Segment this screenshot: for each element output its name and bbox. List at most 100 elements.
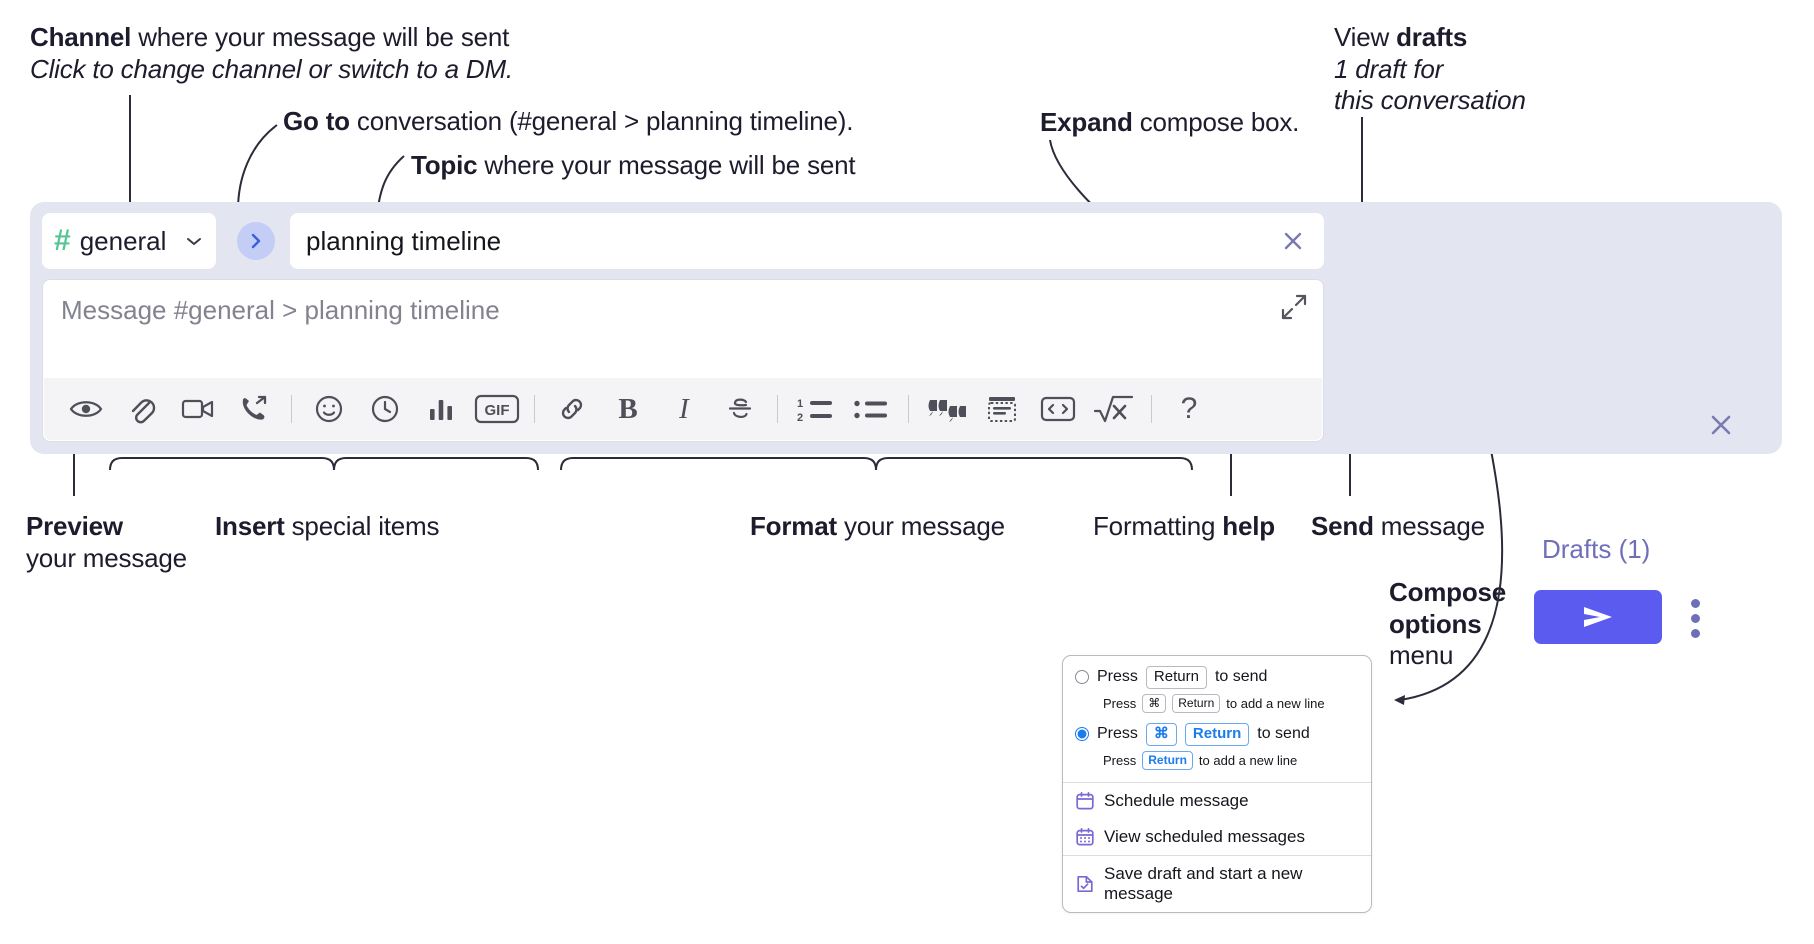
radio-selected[interactable]: [1075, 727, 1089, 742]
topic-value: planning timeline: [306, 225, 502, 256]
annotation-channel-rest: where your message will be sent: [131, 22, 510, 52]
opt2-suffix: to send: [1257, 725, 1310, 743]
opt1-sub-key-return: Return: [1172, 693, 1221, 713]
send-button[interactable]: [1534, 590, 1662, 644]
annotation-preview-rest: your message: [26, 542, 187, 573]
code-snippet-icon[interactable]: [974, 385, 1030, 433]
annotation-compose-options-l3: menu: [1389, 640, 1454, 671]
video-icon[interactable]: [170, 385, 226, 433]
link-icon[interactable]: [544, 385, 600, 433]
annotation-insert-rest: special items: [284, 511, 440, 541]
annotation-expand-rest: compose box.: [1132, 107, 1300, 137]
send-option-2[interactable]: Press ⌘ Return to send: [1075, 722, 1359, 746]
blockquote-icon[interactable]: [918, 385, 974, 433]
dot-3: [1690, 628, 1700, 638]
compose-options-button[interactable]: [1680, 594, 1710, 642]
menu-divider-1: [1063, 781, 1371, 783]
opt1-key-return: Return: [1145, 666, 1207, 689]
annotation-compose-options-l2: options: [1389, 608, 1482, 639]
expand-icon[interactable]: [1277, 290, 1311, 324]
annotation-topic-rest: where your message will be sent: [477, 150, 856, 180]
toolbar-divider-2: [534, 395, 535, 423]
annotation-drafts-sub2: this conversation: [1334, 85, 1526, 116]
annotation-channel-bold: Channel: [30, 22, 132, 52]
help-label: ?: [1180, 392, 1198, 425]
annotation-drafts-sub1: 1 draft for: [1334, 53, 1444, 84]
toolbar-divider-5: [1151, 395, 1152, 423]
opt1-sub-press: Press: [1103, 695, 1137, 711]
opt1-sub-suffix: to add a new line: [1226, 695, 1325, 711]
annotation-compose-options: Compose options menu: [1389, 577, 1506, 672]
annotation-help-rest: Formatting: [1093, 511, 1223, 541]
annotation-help-bold: help: [1222, 511, 1275, 541]
annotation-format-bold: Format: [750, 511, 837, 541]
phone-forward-icon[interactable]: [226, 385, 282, 433]
annotation-expand-bold: Expand: [1040, 107, 1133, 137]
ordered-list-icon[interactable]: 1 2: [787, 385, 843, 433]
annotation-goto: Go to conversation (#general > planning …: [283, 106, 853, 138]
annotation-drafts-lead: View: [1334, 22, 1397, 52]
menu-item-schedule-message[interactable]: Schedule message: [1063, 783, 1371, 819]
italic-icon[interactable]: I: [656, 385, 712, 433]
annotation-preview-bold: Preview: [26, 511, 123, 541]
bullet-list-icon[interactable]: [843, 385, 899, 433]
calendar-grid-icon: [1075, 827, 1095, 847]
dot-2: [1690, 613, 1700, 623]
formatting-toolbar: GIF B I: [44, 378, 1322, 440]
compose-inner: # general planning timeline: [42, 213, 1324, 442]
menu-item-view-scheduled-messages[interactable]: View scheduled messages: [1063, 819, 1371, 855]
gif-icon[interactable]: GIF: [469, 385, 525, 433]
menu-divider-2: [1063, 854, 1371, 856]
eye-icon[interactable]: [58, 385, 114, 433]
message-placeholder: Message #general > planning timeline: [61, 295, 500, 325]
help-icon[interactable]: ?: [1161, 385, 1217, 433]
radio-unselected[interactable]: [1075, 670, 1089, 685]
annotation-channel-sub: Click to change channel or switch to a D…: [30, 53, 513, 84]
channel-name: general: [79, 225, 167, 256]
opt1-press: Press: [1097, 668, 1138, 686]
clock-icon[interactable]: [357, 385, 413, 433]
annotation-format: Format your message: [750, 511, 1005, 543]
opt2-sub-suffix: to add a new line: [1198, 752, 1298, 768]
emoji-icon[interactable]: [301, 385, 357, 433]
annotation-send-rest: message: [1373, 511, 1485, 541]
svg-text:1: 1: [797, 398, 803, 410]
menu-item-label: View scheduled messages: [1104, 826, 1305, 846]
opt1-suffix: to send: [1214, 668, 1268, 686]
opt2-sub-press: Press: [1103, 752, 1137, 768]
annotation-drafts-bold: drafts: [1396, 22, 1468, 52]
toolbar-divider-3: [777, 395, 778, 423]
strikethrough-icon[interactable]: [712, 385, 768, 433]
annotation-send: Send message: [1311, 511, 1485, 543]
annotation-insert: Insert special items: [215, 511, 440, 543]
goto-conversation-button[interactable]: [237, 222, 275, 260]
menu-item-save-draft[interactable]: Save draft and start a new message: [1063, 856, 1371, 912]
paperclip-icon[interactable]: [114, 385, 170, 433]
annotation-insert-bold: Insert: [215, 511, 285, 541]
save-draft-icon: [1075, 874, 1095, 894]
toolbar-divider-1: [291, 395, 292, 423]
send-option-1[interactable]: Press Return to send Press ⌘ Return to a…: [1063, 656, 1371, 782]
message-input[interactable]: Message #general > planning timeline: [42, 279, 1324, 442]
poll-icon[interactable]: [413, 385, 469, 433]
annotation-help: Formatting help: [1093, 511, 1275, 543]
clear-topic-icon[interactable]: [1278, 226, 1308, 256]
bold-icon[interactable]: B: [600, 385, 656, 433]
send-icon: [1584, 607, 1612, 627]
annotation-format-rest: your message: [836, 511, 1005, 541]
topic-field[interactable]: planning timeline: [290, 213, 1324, 269]
close-icon[interactable]: [1702, 406, 1740, 444]
channel-picker[interactable]: # general: [42, 213, 216, 269]
menu-item-label: Save draft and start a new message: [1104, 863, 1303, 903]
opt2-press: Press: [1097, 725, 1138, 743]
opt2-key-return: Return: [1184, 722, 1250, 746]
math-icon[interactable]: [1086, 385, 1142, 433]
calendar-schedule-icon: [1075, 791, 1095, 811]
annotation-topic: Topic where your message will be sent: [411, 150, 856, 182]
bold-label: B: [618, 392, 638, 425]
annotation-compose-options-l1: Compose: [1389, 577, 1507, 607]
annotation-goto-rest: conversation (#general > planning timeli…: [349, 106, 854, 136]
drafts-link[interactable]: Drafts (1): [1542, 534, 1651, 564]
code-block-icon[interactable]: [1030, 385, 1086, 433]
